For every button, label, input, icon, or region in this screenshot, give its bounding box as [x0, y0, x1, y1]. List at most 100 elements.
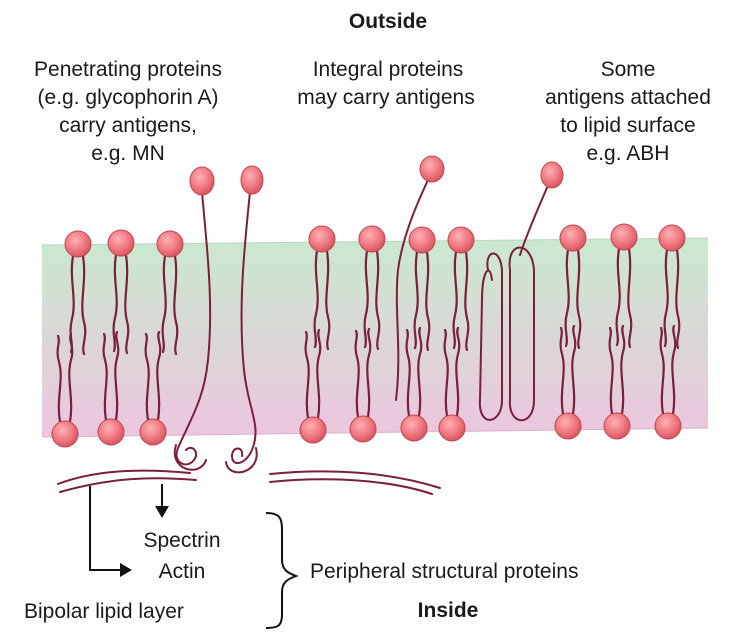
lower-lipid-head — [139, 418, 167, 446]
attached-antigens-label: Some antigens attached to lipid surface … — [545, 58, 711, 165]
lower-lipid-tail — [405, 328, 411, 418]
actin-label: Actin — [159, 560, 206, 583]
upper-lipid-head — [156, 230, 184, 258]
penetrating-proteins-label: Penetrating proteins (e.g. glycophorin A… — [34, 58, 222, 165]
antigen-stalk — [519, 184, 549, 256]
integral-protein-stalk — [395, 179, 429, 401]
attached-line-3: to lipid surface — [560, 114, 695, 137]
upper-lipid-tail — [663, 248, 669, 348]
lower-lipid-tail — [571, 324, 577, 416]
lower-lipid-tail — [620, 324, 626, 416]
upper-lipid-head — [358, 225, 386, 253]
lipid-bilayer-band — [42, 238, 708, 437]
lower-lipid-head — [400, 414, 428, 442]
attached-line-4: e.g. ABH — [587, 142, 670, 165]
lipid-tails — [56, 247, 681, 424]
upper-lipid-tail — [81, 254, 87, 356]
upper-lipid-tail — [425, 250, 431, 352]
spectrin-arc — [57, 469, 191, 485]
lower-lipid-tail — [608, 326, 614, 416]
upper-lipid-tail — [313, 249, 319, 349]
upper-lipid-tail — [173, 254, 179, 356]
lower-lipid-tail — [417, 326, 423, 418]
upper-lipid-head — [447, 226, 475, 254]
lower-lipid-tail — [114, 330, 120, 422]
attached-line-2: antigens attached — [545, 86, 711, 109]
protein-coil — [173, 444, 207, 471]
upper-lipid-tail — [124, 253, 130, 355]
upper-lipid-head — [610, 223, 638, 251]
lower-lipid-tail — [671, 324, 677, 416]
integral-protein-loop — [508, 246, 535, 422]
penetrating-line-2: (e.g. glycophorin A) — [38, 86, 219, 109]
upper-lipid-tail — [675, 248, 681, 350]
lower-lipid-tail — [559, 326, 565, 416]
upper-lipid-tail — [413, 250, 419, 350]
upper-lipid-tail — [452, 250, 458, 350]
upper-lipid-tail — [576, 248, 582, 350]
brace — [265, 512, 299, 629]
lower-lipid-tail — [354, 329, 360, 419]
lower-lipid-tail — [102, 332, 108, 422]
actin-arc — [269, 478, 433, 495]
peripheral-proteins-label: Peripheral structural proteins — [310, 560, 578, 583]
upper-lipid-tail — [464, 250, 470, 352]
penetrating-protein-chain — [175, 191, 212, 466]
lower-lipid-tail — [304, 330, 310, 420]
lower-lipid-tail — [366, 327, 372, 419]
actin-pointer-line — [89, 486, 122, 571]
integral-antigen-head — [419, 155, 445, 183]
integral-line-2: may carry antigens — [297, 86, 474, 109]
lower-lipid-tail — [68, 332, 74, 424]
upper-lipid-head — [408, 226, 436, 254]
lower-lipid-head — [654, 412, 682, 440]
penetrating-line-3: carry antigens, — [59, 114, 197, 137]
lipid-heads — [51, 223, 686, 448]
penetrating-line-4: e.g. MN — [91, 142, 165, 165]
inside-label: Inside — [418, 599, 479, 622]
lower-lipid-tail — [659, 326, 665, 416]
lower-lipid-head — [438, 414, 466, 442]
attached-line-1: Some — [601, 58, 656, 81]
peripheral-structure — [57, 469, 441, 629]
penetrating-line-1: Penetrating proteins — [34, 58, 222, 81]
lower-lipid-head — [554, 412, 582, 440]
outside-label: Outside — [349, 10, 427, 33]
lower-lipid-head — [349, 415, 377, 443]
lower-lipid-head — [51, 420, 79, 448]
spectrin-label: Spectrin — [143, 529, 220, 552]
proteins — [173, 155, 564, 474]
lower-lipid-tail — [156, 330, 162, 422]
upper-lipid-head — [308, 225, 336, 253]
lower-lipid-head — [299, 416, 327, 444]
bipolar-lipid-layer-label: Bipolar lipid layer — [24, 600, 184, 623]
integral-line-1: Integral proteins — [313, 58, 464, 81]
upper-lipid-tail — [375, 249, 381, 351]
upper-lipid-head — [658, 224, 686, 252]
upper-lipid-tail — [627, 247, 633, 349]
penetrating-protein-chain — [230, 191, 257, 465]
upper-lipid-head — [64, 230, 92, 258]
upper-lipid-tail — [112, 253, 118, 353]
lower-lipid-tail — [56, 334, 62, 424]
upper-lipid-tail — [615, 247, 621, 347]
protein-coil — [225, 447, 258, 474]
upper-lipid-head — [107, 229, 135, 257]
spectrin-arrowhead — [155, 506, 169, 518]
lower-lipid-tail — [455, 326, 461, 418]
spectrin-arc — [269, 470, 441, 489]
upper-lipid-head — [559, 224, 587, 252]
upper-lipid-tail — [161, 254, 167, 354]
upper-lipid-tail — [325, 249, 331, 351]
lower-lipid-tail — [443, 328, 449, 418]
glycophorin-antigen-head — [240, 165, 264, 195]
lower-lipid-tail — [316, 328, 322, 420]
lower-lipid-head — [603, 412, 631, 440]
upper-lipid-tail — [363, 249, 369, 349]
actin-arc — [59, 477, 197, 493]
abh-antigen-head — [540, 161, 564, 189]
upper-lipid-tail — [564, 248, 570, 348]
glycophorin-antigen-head — [189, 166, 215, 196]
